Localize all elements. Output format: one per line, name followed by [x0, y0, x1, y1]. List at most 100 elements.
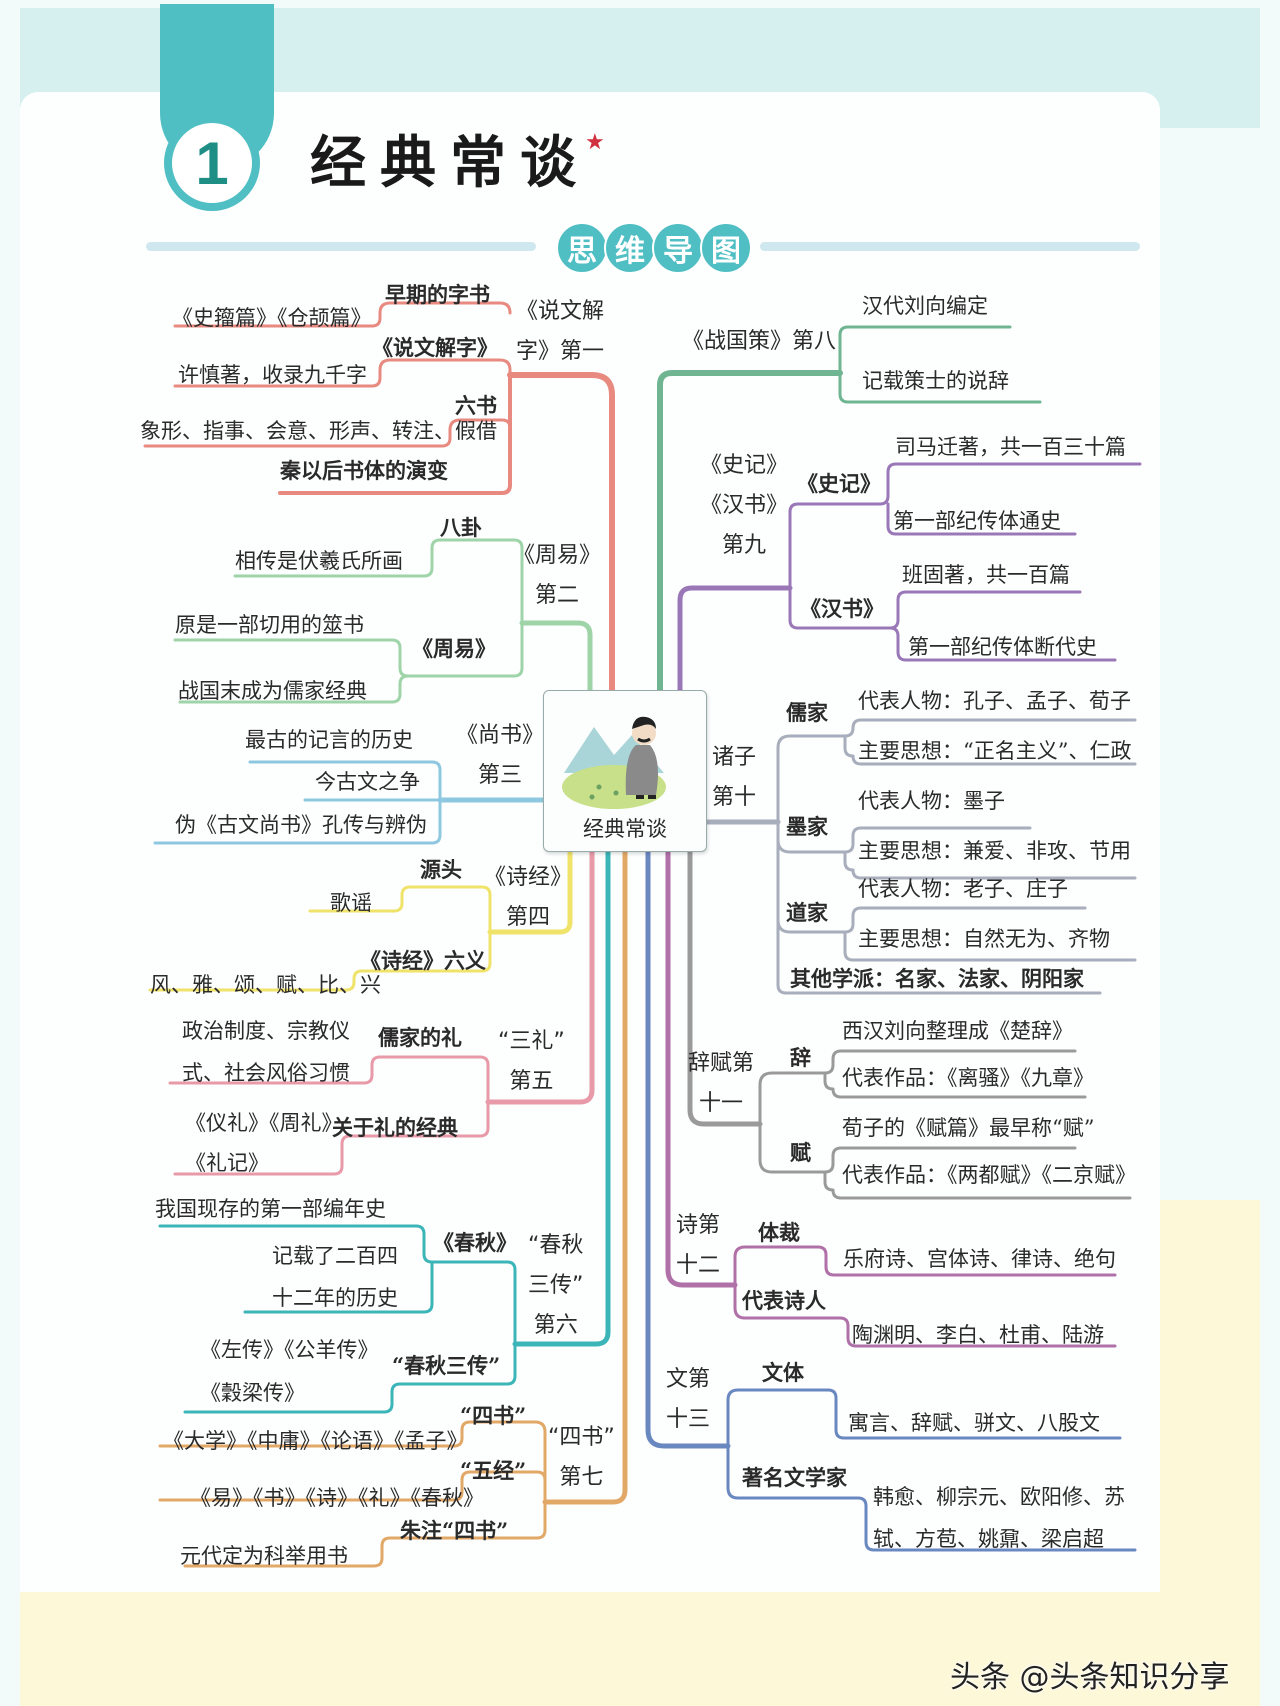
- ch2-title: 《周易》 第二: [513, 536, 601, 616]
- ch13-title: 文第 十三: [666, 1360, 710, 1440]
- ch6-leaf: 《左传》《公羊传》: [200, 1338, 379, 1362]
- ch1-title: 《说文解 字》第一: [516, 292, 604, 372]
- ch5-leaf: 《礼记》: [185, 1151, 269, 1175]
- ch1-leaf: 象形、指事、会意、形声、转注、假借: [140, 419, 497, 443]
- ch6-title-line: 三传”: [528, 1273, 584, 1298]
- branch-ch1: [143, 301, 615, 703]
- ch12-leaf: 陶渊明、李白、杜甫、陆游: [852, 1323, 1104, 1347]
- ch12-title-line: 诗第: [676, 1213, 721, 1238]
- ch1-leaf: 许慎著，收录九千字: [178, 363, 367, 387]
- branch-ch8: [657, 325, 1042, 703]
- ch2-title-line: 《周易》: [513, 543, 602, 568]
- ch4-title: 《诗经》 第四: [484, 858, 572, 938]
- ch10-branch-label: 道家: [786, 900, 828, 925]
- center-node: 经典常谈: [543, 690, 707, 852]
- footer-background-right: [1150, 1200, 1260, 1600]
- ch1-title-line: 《说文解: [516, 299, 605, 324]
- ch5-title-line: 第五: [509, 1069, 554, 1094]
- branch-ch7: [158, 847, 628, 1568]
- chapter-number: 1: [172, 123, 252, 203]
- ch12-title-line: 十二: [676, 1253, 721, 1278]
- ch9-branch-label: 《汉书》: [800, 596, 884, 621]
- divider-left: [146, 242, 536, 251]
- ch5-branch-label: 儒家的礼: [378, 1025, 462, 1050]
- ch11-leaf: 代表作品：《两都赋》《二京赋》: [842, 1163, 1136, 1187]
- ch10-leaf: 主要思想：兼爱、非攻、节用: [858, 839, 1131, 863]
- ch9-leaf: 司马迁著，共一百三十篇: [895, 435, 1126, 459]
- branch-ch12: [665, 847, 1117, 1348]
- branch-ch4: [148, 847, 573, 992]
- ch10-leaf: 主要思想：自然无为、齐物: [858, 927, 1110, 951]
- ch10-leaf: 代表人物：老子、庄子: [858, 877, 1068, 901]
- ch9-branch-label: 《史记》: [797, 471, 881, 496]
- branch-ch3: [153, 760, 546, 845]
- ch6-leaf: 我国现存的第一部编年史: [155, 1197, 386, 1221]
- branch-ch2: [173, 538, 593, 704]
- ch6-leaf: 《穀梁传》: [200, 1381, 305, 1405]
- ch4-leaf: 歌谣: [330, 891, 372, 915]
- ch10-title-line: 第十: [712, 785, 757, 810]
- ch4-title-line: 《诗经》: [484, 865, 573, 890]
- ch6-title: “春秋 三传” 第六: [528, 1226, 583, 1346]
- ch3-leaf: 今古文之争: [315, 770, 420, 794]
- ch8-leaf: 汉代刘向编定: [862, 294, 988, 318]
- ch9-leaf: 班固著，共一百篇: [902, 563, 1070, 587]
- ch10-branch-label: 墨家: [786, 814, 828, 839]
- ch6-title-line: “春秋: [528, 1233, 584, 1258]
- ch6-title-line: 第六: [533, 1313, 578, 1338]
- ch7-leaf: 《易》《书》《诗》《礼》《春秋》: [190, 1486, 484, 1510]
- branch-ch5: [168, 847, 595, 1176]
- ch12-branch-label: 代表诗人: [742, 1288, 826, 1313]
- ch12-title: 诗第 十二: [676, 1206, 720, 1286]
- ch11-leaf: 西汉刘向整理成《楚辞》: [842, 1019, 1073, 1043]
- ch5-title-line: “三礼”: [498, 1029, 565, 1054]
- star-icon: ★: [585, 130, 605, 155]
- branch-ch11: [687, 847, 1132, 1200]
- ch7-title-line: “四书”: [548, 1425, 615, 1450]
- ch5-leaf: 《仪礼》《周礼》: [185, 1111, 343, 1135]
- ch7-leaf: 《大学》《中庸》《论语》《孟子》: [163, 1429, 468, 1453]
- ch9-title-line: 《汉书》: [700, 493, 789, 518]
- ch2-branch-label: 八卦: [440, 515, 482, 540]
- branch-ch13: [645, 847, 1137, 1552]
- ch9-leaf: 第一部纪传体通史: [893, 509, 1061, 533]
- ch11-title: 辞赋第 十一: [688, 1044, 754, 1124]
- ch10-title-line: 诸子: [712, 745, 757, 770]
- ch1-branch-label: 秦以后书体的演变: [280, 458, 448, 483]
- ch7-branch-label: “五经”: [460, 1458, 527, 1483]
- ch12-leaf: 乐府诗、宫体诗、律诗、绝句: [843, 1247, 1116, 1271]
- ch6-branch-label: 《春秋》: [433, 1230, 517, 1255]
- ch1-branch-label: 早期的字书: [385, 282, 490, 307]
- ch11-leaf: 代表作品：《离骚》《九章》: [842, 1066, 1094, 1090]
- ch5-title: “三礼” 第五: [498, 1022, 565, 1102]
- ch13-title-line: 文第: [666, 1367, 711, 1392]
- ch4-title-line: 第四: [506, 905, 551, 930]
- ch2-title-line: 第二: [535, 583, 580, 608]
- ch13-branch-label: 著名文学家: [742, 1465, 847, 1490]
- ch9-leaf: 第一部纪传体断代史: [908, 635, 1097, 659]
- ch9-title-line: 第九: [722, 533, 767, 558]
- branch-ch10: [702, 718, 1137, 995]
- page-title: 经典常谈: [310, 131, 590, 196]
- footer-background: [20, 1585, 1260, 1706]
- ch2-leaf: 原是一部切用的筮书: [175, 613, 364, 637]
- ch1-branch-label: 《说文解字》: [372, 335, 498, 360]
- ch1-leaf: 《史籀篇》《仓颉篇》: [172, 306, 372, 330]
- divider-right: [760, 242, 1140, 251]
- ch4-branch-label: 源头: [420, 857, 462, 882]
- ch4-branch-label: 《诗经》六义: [360, 948, 486, 973]
- ch1-title-line: 字》第一: [516, 339, 605, 364]
- ch10-branch-label: 其他学派：名家、法家、阴阳家: [790, 966, 1084, 991]
- center-node-label: 经典常谈: [583, 817, 667, 841]
- ch2-leaf: 相传是伏羲氏所画: [235, 549, 403, 573]
- ch13-leaf: 韩愈、柳宗元、欧阳修、苏: [873, 1485, 1125, 1509]
- ch9-title-line: 《史记》: [700, 453, 789, 478]
- badge-char: 图: [700, 222, 752, 274]
- ch7-leaf: 元代定为科举用书: [180, 1544, 348, 1568]
- ch3-title-line: 《尚书》: [456, 723, 545, 748]
- section-badge: 思 维 导 图: [556, 222, 752, 274]
- ch13-leaf: 轼、方苞、姚鼐、梁启超: [873, 1527, 1104, 1551]
- ch10-leaf: 代表人物：墨子: [858, 789, 1005, 813]
- ch2-leaf: 战国末成为儒家经典: [178, 679, 367, 703]
